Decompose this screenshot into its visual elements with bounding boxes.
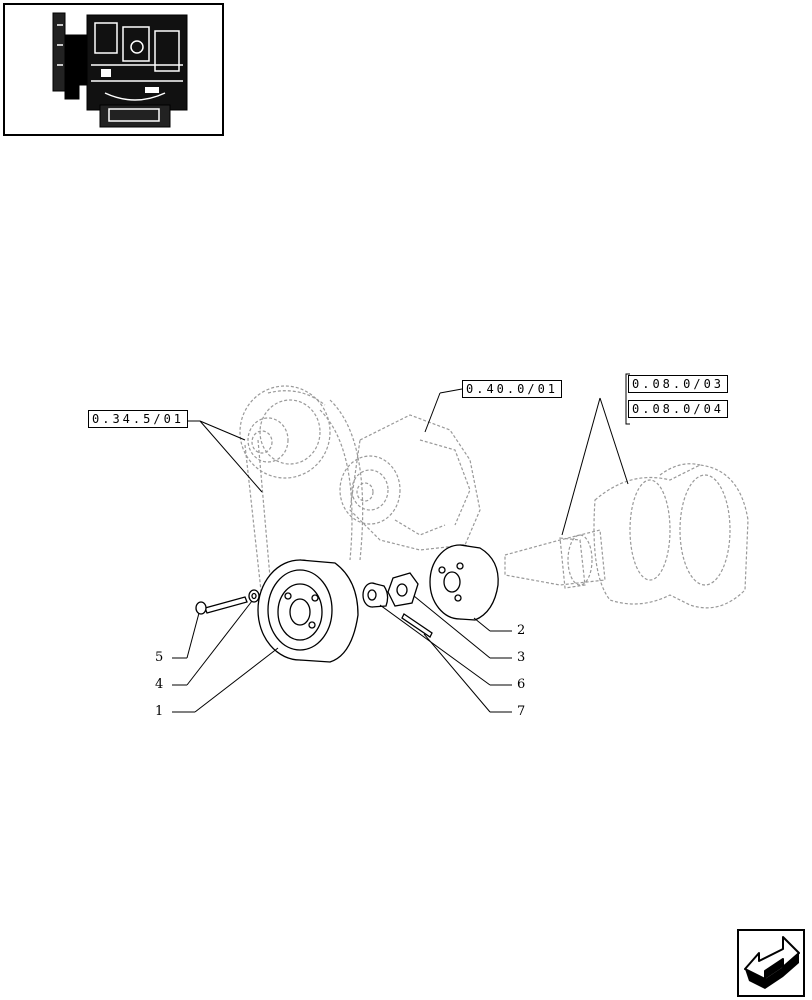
reference-box-belt-pulley[interactable]: 0.34.5/01 <box>88 410 189 428</box>
callout-3: 3 <box>517 650 526 665</box>
reference-box-crankshaft-2[interactable]: 0.08.0/04 <box>628 400 729 418</box>
next-page-button[interactable] <box>737 929 805 997</box>
crankshaft-nose-outline <box>504 529 606 586</box>
key-part <box>401 613 433 638</box>
next-page-arrow-icon <box>744 936 800 989</box>
alternator-outline <box>349 414 481 551</box>
crankshaft-outline <box>593 464 749 609</box>
callout-7: 7 <box>517 704 526 719</box>
callout-1: 1 <box>155 704 164 719</box>
engine-thumbnail-icon <box>52 12 188 128</box>
callout-4: 4 <box>155 677 164 692</box>
upper-pulley-outline <box>239 385 331 479</box>
reference-box-crankshaft-1[interactable]: 0.08.0/03 <box>628 375 729 393</box>
reference-box-alternator[interactable]: 0.40.0/01 <box>462 380 563 398</box>
belt-outline <box>244 439 273 601</box>
callout-5: 5 <box>155 650 164 665</box>
callout-6: 6 <box>517 677 526 692</box>
bolt-part <box>204 596 248 614</box>
callout-2: 2 <box>517 623 526 638</box>
engine-thumbnail <box>3 3 224 136</box>
